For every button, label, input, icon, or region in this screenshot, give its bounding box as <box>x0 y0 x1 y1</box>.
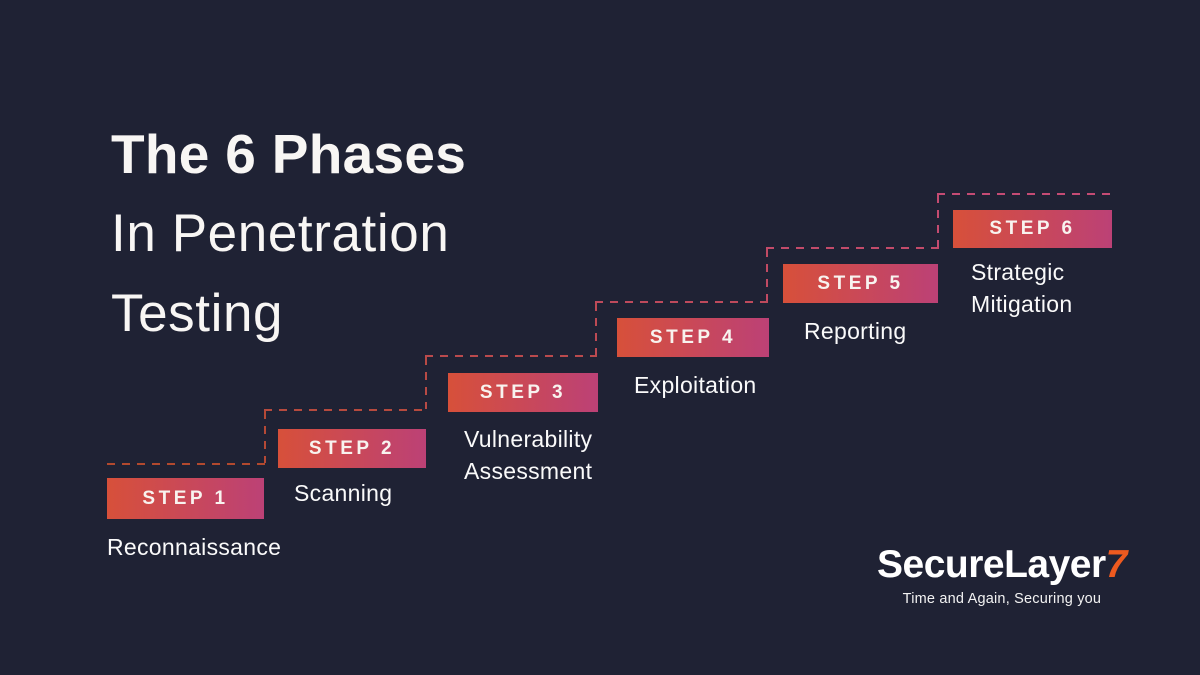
step-4-badge: STEP 4 <box>617 318 769 357</box>
title-line-2: In Penetration <box>111 204 450 263</box>
step-1-badge: STEP 1 <box>107 478 264 519</box>
staircase-dash-segment <box>425 357 427 409</box>
step-6-phase-label: Strategic Mitigation <box>971 259 1073 317</box>
staircase-dash-segment <box>264 409 427 411</box>
step-2-phase-label: Scanning <box>294 480 393 506</box>
logo-brand-name: SecureLayer <box>877 543 1106 586</box>
logo-brand-text: SecureLayer7 <box>877 543 1128 586</box>
page-title: The 6 Phases In Penetration Testing <box>111 114 466 354</box>
step-5-phase-label: Reporting <box>804 318 907 344</box>
staircase-dash-segment <box>937 193 1114 195</box>
securelayer7-logo: SecureLayer7 Time and Again, Securing yo… <box>877 543 1128 607</box>
staircase-dash-segment <box>107 463 266 465</box>
step-6-badge: STEP 6 <box>953 210 1112 248</box>
staircase-dash-segment <box>766 247 939 249</box>
title-line-1: The 6 Phases <box>111 123 467 185</box>
step-2-badge: STEP 2 <box>278 429 426 468</box>
logo-tagline: Time and Again, Securing you <box>902 590 1102 607</box>
step-1-phase-label: Reconnaissance <box>107 534 282 560</box>
step-3-badge: STEP 3 <box>448 373 598 412</box>
staircase-dash-segment <box>766 249 768 301</box>
step-5-badge: STEP 5 <box>783 264 938 303</box>
staircase-dash-segment <box>595 303 597 355</box>
step-3-phase-label: Vulnerability Assessment <box>464 426 593 484</box>
title-line-3: Testing <box>111 284 284 343</box>
staircase-dash-segment <box>595 301 768 303</box>
step-4-phase-label: Exploitation <box>634 372 757 398</box>
staircase-dash-segment <box>937 195 939 247</box>
logo-accent-7: 7 <box>1105 543 1128 586</box>
staircase-dash-segment <box>264 411 266 463</box>
staircase-dash-segment <box>425 355 597 357</box>
